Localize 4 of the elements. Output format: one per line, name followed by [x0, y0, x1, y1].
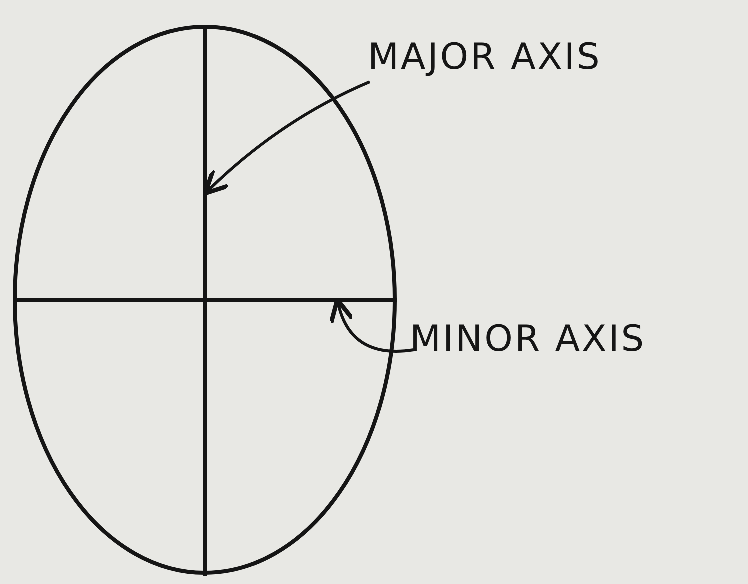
minor-axis-line [15, 298, 397, 302]
axis-label: MAJOR AXIS [368, 40, 602, 76]
axis-label: MINOR AXIS [410, 322, 646, 358]
major-axis-line [203, 27, 207, 576]
